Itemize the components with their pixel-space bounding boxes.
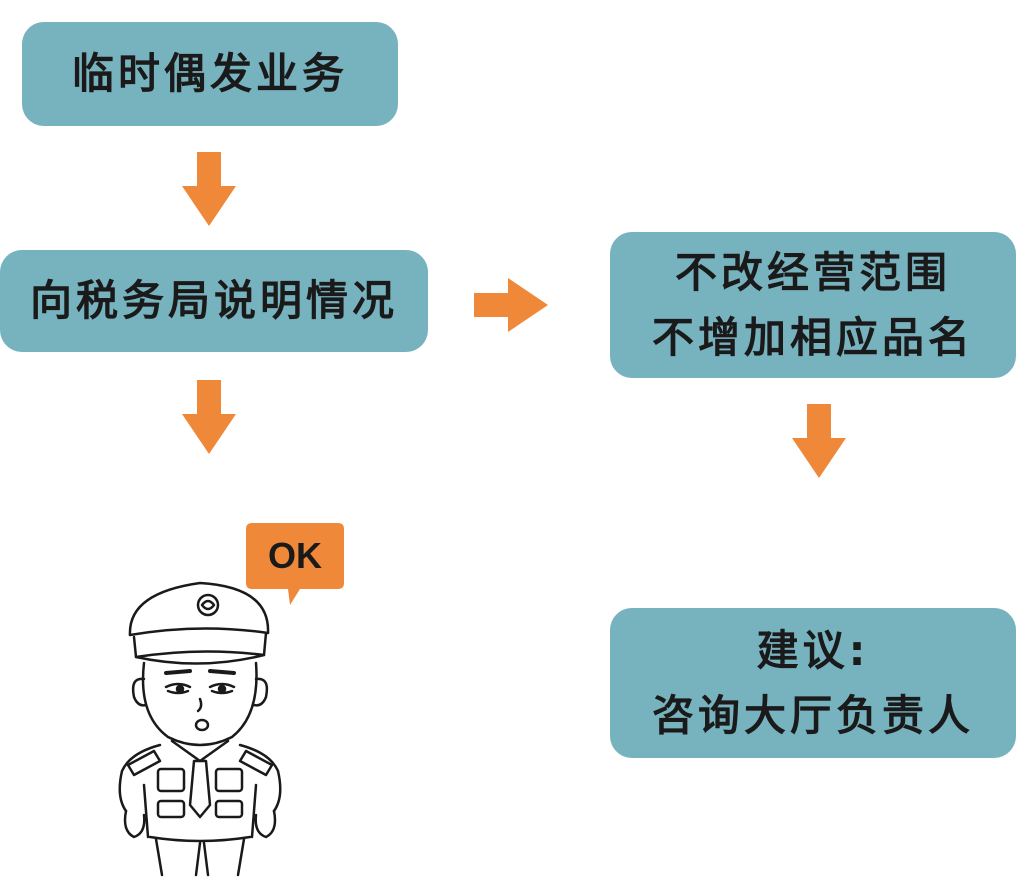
arrow-right: [474, 278, 548, 332]
node-label-line1: 不改经营范围: [674, 247, 951, 297]
node-label: 向税务局说明情况: [29, 276, 398, 326]
arrow-shape: [792, 404, 846, 478]
arrow-shape: [182, 152, 236, 226]
arrow-down-1: [182, 152, 236, 226]
arrow-shape: [182, 380, 236, 454]
speech-bubble: [246, 523, 344, 605]
node-label-line2: 咨询大厅负责人: [651, 691, 974, 740]
node-suggestion: 建议: 咨询大厅负责人: [610, 608, 1016, 758]
tax-officer-illustration: [118, 581, 282, 877]
node-occasional-business: 临时偶发业务: [22, 22, 398, 126]
speech-bubble-text: OK: [268, 535, 322, 576]
node-no-change-scope: 不改经营范围 不增加相应品名: [610, 232, 1016, 378]
node-explain-to-tax-bureau: 向税务局说明情况: [0, 250, 428, 352]
arrow-shape: [474, 278, 548, 332]
arrow-down-3: [792, 404, 846, 478]
node-label-line1: 建议:: [756, 625, 870, 675]
arrow-down-2: [182, 380, 236, 454]
node-label: 临时偶发业务: [71, 49, 348, 99]
node-label-line2: 不增加相应品名: [651, 313, 974, 362]
